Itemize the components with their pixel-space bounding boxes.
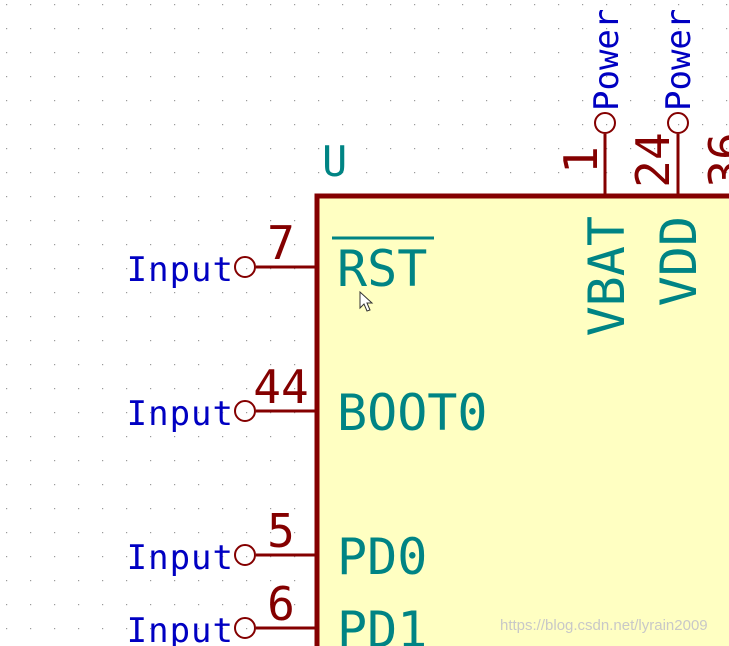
pin-vbat[interactable]: 1 VBAT Power [554, 9, 636, 337]
net-type-label: Input [127, 611, 234, 646]
pin-pd0[interactable]: 5 PD0 Input [127, 504, 428, 586]
pin-name: VBAT [578, 216, 636, 336]
pin-number: 5 [267, 504, 295, 558]
pin-number: 6 [267, 577, 295, 631]
pin-name: VDD [650, 216, 708, 306]
net-type-label: Power [587, 9, 627, 111]
pin-name: PD0 [337, 528, 427, 586]
pin-name: BOOT0 [337, 384, 488, 442]
pin-boot0[interactable]: 44 BOOT0 Input [127, 360, 488, 442]
pin-number: 24 [626, 132, 680, 187]
watermark: https://blog.csdn.net/lyrain2009 [500, 617, 708, 634]
pin-name: PD1 [337, 601, 427, 646]
pin-number: 1 [554, 146, 608, 174]
net-type-label: Input [127, 538, 234, 578]
net-type-label: Input [127, 250, 234, 290]
pin-rst[interactable]: 7 RST Input [127, 216, 434, 298]
component-body[interactable] [314, 193, 729, 646]
pin-36[interactable]: 36 [699, 132, 729, 187]
pin-number: 44 [253, 360, 308, 414]
mouse-cursor-icon [359, 290, 374, 312]
pin-pd1[interactable]: 6 PD1 Input [127, 577, 428, 646]
pin-number: 7 [267, 216, 295, 270]
pin-number: 36 [699, 132, 729, 187]
component-reference: U [322, 137, 347, 186]
pin-vdd[interactable]: 24 VDD Power [626, 9, 708, 307]
net-type-label: Input [127, 394, 234, 434]
net-type-label: Power [659, 9, 699, 111]
pin-name: RST [337, 240, 427, 298]
